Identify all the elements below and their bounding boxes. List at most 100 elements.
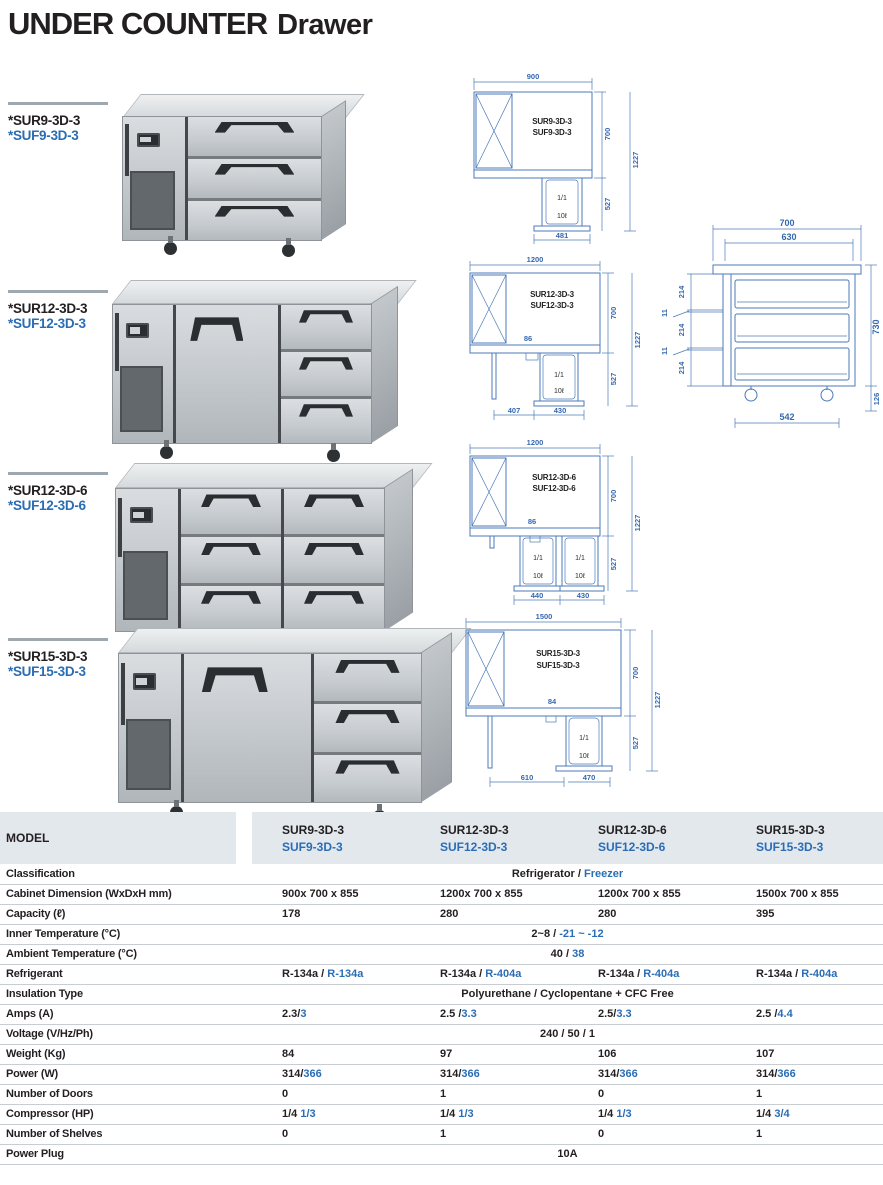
svg-text:1/1: 1/1 xyxy=(533,555,543,562)
unit-top xyxy=(115,463,433,488)
door-handle xyxy=(190,317,244,341)
model-name-freezer: *SUF15-3D-3 xyxy=(8,664,86,679)
temperature-display xyxy=(129,507,154,524)
caster-wheel xyxy=(327,443,340,462)
vent-grille xyxy=(123,551,169,620)
drawer-handle xyxy=(201,542,261,556)
svg-text:86: 86 xyxy=(524,334,532,343)
model-label-sur9: *SUR9-3D-3 *SUF9-3D-3 xyxy=(8,102,120,143)
caster-wheel xyxy=(282,238,295,257)
drawer-handle xyxy=(299,310,353,323)
row-insulation: Insulation Type Polyurethane / Cyclopent… xyxy=(0,984,883,1005)
svg-text:SUR12-3D-3: SUR12-3D-3 xyxy=(530,290,575,299)
drawer xyxy=(188,117,321,159)
drawer-handle xyxy=(214,121,295,133)
unit-side xyxy=(420,632,452,803)
svg-text:730: 730 xyxy=(871,319,881,334)
svg-text:470: 470 xyxy=(583,773,596,782)
drawer xyxy=(314,704,421,755)
temperature-display xyxy=(126,322,149,339)
side-view-drawing: 700 630 214 214 214 11 11 730 126 542 xyxy=(660,218,881,428)
model-label-sur12-3: *SUR12-3D-3 *SUF12-3D-3 xyxy=(8,290,120,331)
svg-text:700: 700 xyxy=(609,490,618,503)
svg-text:900: 900 xyxy=(527,72,540,81)
drawer-handle xyxy=(304,494,364,508)
svg-text:430: 430 xyxy=(577,591,590,600)
svg-text:1/1: 1/1 xyxy=(557,195,567,202)
product-photo-sur15 xyxy=(118,618,473,823)
model-column-header: SUR15-3D-3 SUF15-3D-3 xyxy=(726,812,883,864)
divider xyxy=(8,102,108,105)
drawer-handle xyxy=(299,357,353,370)
svg-text:SUR9-3D-3: SUR9-3D-3 xyxy=(532,117,572,126)
unit-top xyxy=(118,628,472,653)
svg-text:481: 481 xyxy=(556,231,569,240)
drawer xyxy=(181,489,281,538)
drawer xyxy=(284,489,384,538)
divider xyxy=(8,290,108,293)
model-label-sur15: *SUR15-3D-3 *SUF15-3D-3 xyxy=(8,638,120,679)
spec-table: MODEL SUR9-3D-3 SUF9-3D-3 SUR12-3D-3 SUF… xyxy=(0,812,883,1165)
unit-front xyxy=(115,488,385,632)
vent-grille xyxy=(126,719,172,791)
caster-wheel xyxy=(164,236,177,255)
row-ambient-temperature: Ambient Temperature (°C) 40 / 38 xyxy=(0,944,883,965)
row-classification: Classification Refrigerator / Freezer xyxy=(0,864,883,885)
row-number-of-shelves: Number of Shelves 0 1 0 1 xyxy=(0,1124,883,1145)
vent-grille xyxy=(120,365,164,432)
drawer-handle xyxy=(335,659,400,673)
svg-text:700: 700 xyxy=(609,307,618,320)
model-name-refrigerator: *SUR12-3D-3 xyxy=(8,301,88,316)
hinge xyxy=(115,313,120,372)
svg-text:1200: 1200 xyxy=(527,438,544,447)
svg-text:1500: 1500 xyxy=(536,612,553,621)
svg-text:10ℓ: 10ℓ xyxy=(575,573,586,580)
drawer xyxy=(181,585,281,631)
drawer xyxy=(281,399,371,443)
row-refrigerant: Refrigerant R-134a / R-134a R-134a / R-4… xyxy=(0,964,883,985)
spec-table-grid: MODEL SUR9-3D-3 SUF9-3D-3 SUR12-3D-3 SUF… xyxy=(0,812,883,1165)
svg-text:1227: 1227 xyxy=(633,515,642,532)
svg-text:527: 527 xyxy=(609,558,618,571)
svg-text:11: 11 xyxy=(660,309,669,317)
svg-text:214: 214 xyxy=(677,323,686,336)
model-column-header: SUR9-3D-3 SUF9-3D-3 xyxy=(252,812,410,864)
drawer xyxy=(314,754,421,802)
svg-text:SUF15-3D-3: SUF15-3D-3 xyxy=(537,661,581,670)
svg-text:10ℓ: 10ℓ xyxy=(579,753,590,760)
svg-text:527: 527 xyxy=(603,198,612,211)
drawer-handle xyxy=(304,591,364,604)
svg-text:11: 11 xyxy=(660,347,669,355)
svg-text:SUF9-3D-3: SUF9-3D-3 xyxy=(533,128,572,137)
hinge xyxy=(125,124,130,177)
svg-text:214: 214 xyxy=(677,361,686,374)
divider xyxy=(8,638,108,641)
drawer xyxy=(281,305,371,352)
svg-text:527: 527 xyxy=(609,373,618,386)
svg-text:630: 630 xyxy=(781,232,796,242)
divider xyxy=(8,472,108,475)
svg-text:SUF12-3D-3: SUF12-3D-3 xyxy=(531,301,575,310)
svg-text:527: 527 xyxy=(631,737,640,750)
drawer-section-right xyxy=(281,489,384,631)
table-header-row: MODEL SUR9-3D-3 SUF9-3D-3 SUR12-3D-3 SUF… xyxy=(0,812,883,864)
drawer xyxy=(181,537,281,586)
product-photo-sur9 xyxy=(122,92,365,257)
product-photo-sur12-6 xyxy=(115,455,433,650)
svg-text:1/1: 1/1 xyxy=(579,735,589,742)
temperature-display xyxy=(132,673,157,690)
drawer-section-left xyxy=(178,489,281,631)
svg-text:214: 214 xyxy=(677,285,686,298)
row-inner-temperature: Inner Temperature (°C) 2~8 / -21 ~ -12 xyxy=(0,924,883,945)
row-amps: Amps (A) 2.3/3 2.5 /3.3 2.5/3.3 2.5 /4.4 xyxy=(0,1004,883,1025)
page-title-bold: UNDER COUNTER xyxy=(8,6,268,41)
svg-text:430: 430 xyxy=(554,406,567,415)
row-capacity: Capacity (ℓ) 178 280 280 395 xyxy=(0,904,883,925)
model-name-freezer: *SUF12-3D-3 xyxy=(8,316,86,331)
plan-drawing-sur15: SUR15-3D-3 SUF15-3D-3 84 1/1 10ℓ 1500 70… xyxy=(465,612,662,787)
row-number-of-doors: Number of Doors 0 1 0 1 xyxy=(0,1084,883,1105)
svg-text:1227: 1227 xyxy=(631,152,640,169)
model-header-label: MODEL xyxy=(0,812,252,864)
